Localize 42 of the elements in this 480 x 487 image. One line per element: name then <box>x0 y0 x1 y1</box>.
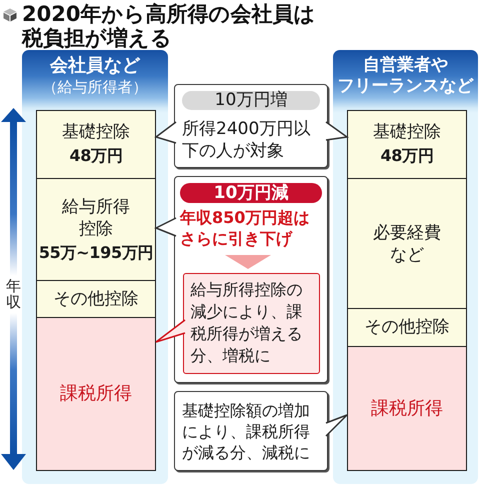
column-panel <box>22 50 168 484</box>
amount-text: 48万円 <box>380 145 434 167</box>
heading-text: （給与所得者） <box>42 77 148 97</box>
callout-bubble <box>174 84 328 168</box>
deduction-box <box>347 110 467 179</box>
callout-pointer <box>155 319 186 343</box>
deduction-box <box>36 110 156 179</box>
income-box <box>347 346 467 471</box>
note-text: 給与所得控除の減少により、課税所得が増える分、増税に <box>190 278 304 366</box>
expense-box <box>347 178 467 309</box>
title-text: 2020年から高所得の会社員は税負担が増える <box>22 2 316 50</box>
deduction-box <box>347 308 467 347</box>
item-label: 基礎控除 <box>62 122 130 143</box>
callout-pointer <box>154 217 177 237</box>
deduction-box <box>36 280 156 318</box>
column-panel <box>333 50 478 484</box>
note-box <box>182 272 320 374</box>
item-label: 必要経費など <box>372 222 442 266</box>
item-label: その他控除 <box>364 317 450 338</box>
item-label: その他控除 <box>54 288 138 310</box>
heading-text: 自営業者や <box>363 55 448 76</box>
item-label: 基礎控除 <box>373 122 441 143</box>
amount-text: 55万~195万円 <box>38 242 154 264</box>
change-pill: 10万円増 <box>182 91 320 110</box>
income-box <box>36 317 156 471</box>
heading-text: フリーランスなど <box>338 76 474 97</box>
change-pill: 10万円減 <box>180 183 322 203</box>
note-text: 所得2400万円以下の人が対象 <box>182 118 312 162</box>
axis-label: 年収 <box>5 278 22 310</box>
item-label: 課税所得 <box>371 398 443 420</box>
callout-pointer <box>154 121 177 144</box>
callout-bubble <box>174 391 328 471</box>
deduction-box <box>36 178 156 281</box>
note-text: 年収850万円超はさらに引き下げ <box>180 207 310 249</box>
callout-bubble <box>174 176 328 383</box>
callout-pointer <box>325 121 349 141</box>
note-text: 基礎控除額の増加により、課税所得が減る分、減税に <box>182 400 311 463</box>
amount-text: 48万円 <box>69 145 123 167</box>
item-label: 給与所得控除 <box>61 196 131 240</box>
heading-text: 会社員など <box>50 55 140 76</box>
callout-pointer <box>325 414 348 437</box>
item-label: 課税所得 <box>60 383 132 405</box>
